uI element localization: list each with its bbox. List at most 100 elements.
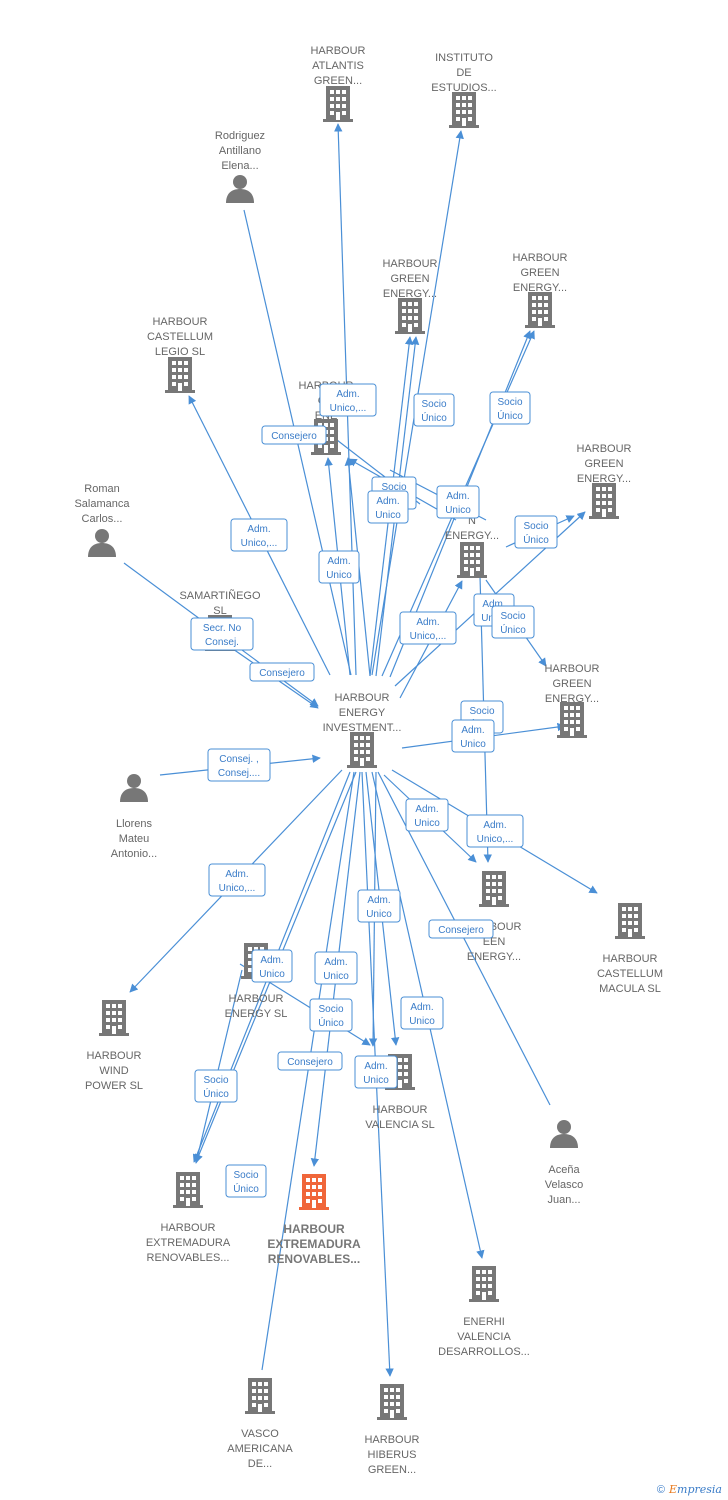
node-hag[interactable]: HARBOURATLANTISGREEN... — [310, 45, 366, 122]
badge-label-line: Adm. — [324, 957, 347, 968]
node-label-line: ENERGY... — [445, 530, 499, 542]
relation-badge[interactable]: Adm.Unico — [451, 719, 495, 753]
node-label-line: SL — [213, 605, 226, 617]
relation-badge[interactable]: Adm.Unico — [367, 490, 409, 524]
relation-badge[interactable]: Adm.Unico — [251, 949, 293, 983]
node-hge7[interactable]: HARBOUREENENERGY... — [466, 871, 522, 963]
node-label-line: ATLANTIS — [312, 60, 364, 72]
badge-label-line: Secr. No — [203, 623, 242, 634]
badge-label-line: Socio — [318, 1004, 343, 1015]
badge-label-line: Adm. — [410, 1002, 433, 1013]
company-building-icon — [615, 903, 645, 939]
relation-badge[interactable]: Adm.Unico — [400, 996, 444, 1030]
badge-label-line: Único — [497, 409, 523, 422]
node-evd[interactable]: ENERHIVALENCIADESARROLLOS... — [438, 1266, 530, 1358]
company-building-icon — [469, 1266, 499, 1302]
node-vad[interactable]: VASCOAMERICANADE... — [227, 1378, 293, 1470]
node-hge2[interactable]: HARBOUR GREEN ENERGY... — [512, 252, 568, 328]
node-label-line: HARBOUR — [283, 1222, 345, 1236]
copyright-symbol: © — [656, 1484, 665, 1496]
node-hge1[interactable]: HARBOURGREENENERGY... — [382, 258, 438, 334]
badge-box — [514, 515, 558, 549]
node-hge4[interactable]: HARBOURGREENENERGY... — [576, 443, 632, 519]
node-hei[interactable]: HARBOURENERGYINVESTMENT... — [323, 692, 402, 768]
badge-label-line: Único — [233, 1182, 259, 1195]
relation-badge[interactable]: Adm.Unico,... — [230, 518, 288, 552]
badge-label-line: Socio — [381, 482, 406, 493]
relation-badge[interactable]: Consejero — [428, 919, 494, 939]
relation-badge[interactable]: Adm.Unico,... — [319, 383, 377, 417]
relation-badge[interactable]: Adm.Unico — [405, 798, 449, 832]
badge-box — [428, 919, 494, 939]
badge-label-line: Adm. — [482, 599, 505, 610]
relation-badge[interactable]: Adm.Unico — [357, 889, 401, 923]
badge-label-line: Adm. — [446, 491, 469, 502]
badge-label-line: Consejero — [438, 925, 484, 936]
relation-badge[interactable]: Consejero — [277, 1051, 343, 1071]
node-her1[interactable]: HARBOUREXTREMADURARENOVABLES... — [146, 1172, 231, 1264]
badge-label-line: Adm. — [260, 955, 283, 966]
node-label-line: ESTUDIOS... — [431, 82, 496, 94]
node-label-line: Carlos... — [82, 513, 123, 525]
badge-box — [489, 391, 531, 425]
node-hge6[interactable]: HARBOURGREENENERGY... — [544, 663, 600, 738]
person-icon — [226, 175, 254, 203]
badge-box — [194, 1069, 238, 1103]
node-her2[interactable]: HARBOUREXTREMADURARENOVABLES... — [267, 1174, 361, 1266]
node-label-line: N — [468, 515, 476, 527]
node-label-line: HARBOUR — [334, 692, 389, 704]
relation-badge[interactable]: Secr. No Consej. — [190, 617, 254, 651]
node-lma[interactable]: LlorensMateuAntonio... — [111, 774, 157, 860]
node-label-line: Antillano — [219, 145, 261, 157]
company-building-icon — [589, 483, 619, 519]
relation-badge[interactable]: Adm. Unico,... — [399, 611, 457, 645]
company-building-icon — [299, 1174, 329, 1210]
node-avj[interactable]: AceñaVelascoJuan... — [545, 1120, 584, 1206]
node-label-line: HARBOUR — [512, 252, 567, 264]
node-label-line: WIND — [99, 1065, 128, 1077]
company-building-icon — [99, 1000, 129, 1036]
node-rsc[interactable]: RomanSalamancaCarlos... — [74, 483, 130, 557]
node-hhg[interactable]: HARBOURHIBERUSGREEN... — [364, 1384, 420, 1476]
badge-label-line: Consej. — [205, 637, 239, 648]
company-building-icon — [165, 357, 195, 393]
badge-label-line: Adm. — [225, 869, 248, 880]
node-rae[interactable]: RodriguezAntillanoElena... — [215, 130, 265, 203]
node-label-line: AMERICANA — [227, 1443, 293, 1455]
badge-label-line: Unico — [363, 1075, 389, 1086]
relation-badge[interactable]: Adm.Unico — [314, 951, 358, 985]
node-label-line: CASTELLUM — [597, 968, 663, 980]
relation-badge[interactable]: Consejero — [261, 425, 327, 445]
badge-label-line: Unico,... — [410, 631, 447, 642]
relation-badge[interactable]: Adm.Unico — [318, 550, 360, 584]
badge-label-line: Socio — [469, 706, 494, 717]
relation-badge[interactable]: Adm.Unico — [354, 1055, 398, 1089]
relation-badge[interactable]: Consej. ,Consej.... — [207, 748, 271, 782]
node-label-line: GREEN — [520, 267, 559, 279]
node-label-line: HARBOUR — [228, 993, 283, 1005]
badge-label-line: Unico,... — [241, 538, 278, 549]
node-label-line: ENERGY... — [513, 282, 567, 294]
badge-box — [367, 490, 409, 524]
badge-box — [319, 383, 377, 417]
badge-label-line: Adm. — [416, 617, 439, 628]
relation-badge[interactable]: Adm.Unico,... — [466, 814, 524, 848]
node-ide[interactable]: INSTITUTODEESTUDIOS... — [431, 52, 497, 128]
relation-badge[interactable]: Consejero — [249, 662, 315, 682]
relation-badge[interactable]: Adm.Unico — [436, 485, 480, 519]
relation-badge[interactable]: Adm.Unico,... — [208, 863, 266, 897]
badge-label-line: Único — [523, 533, 549, 546]
